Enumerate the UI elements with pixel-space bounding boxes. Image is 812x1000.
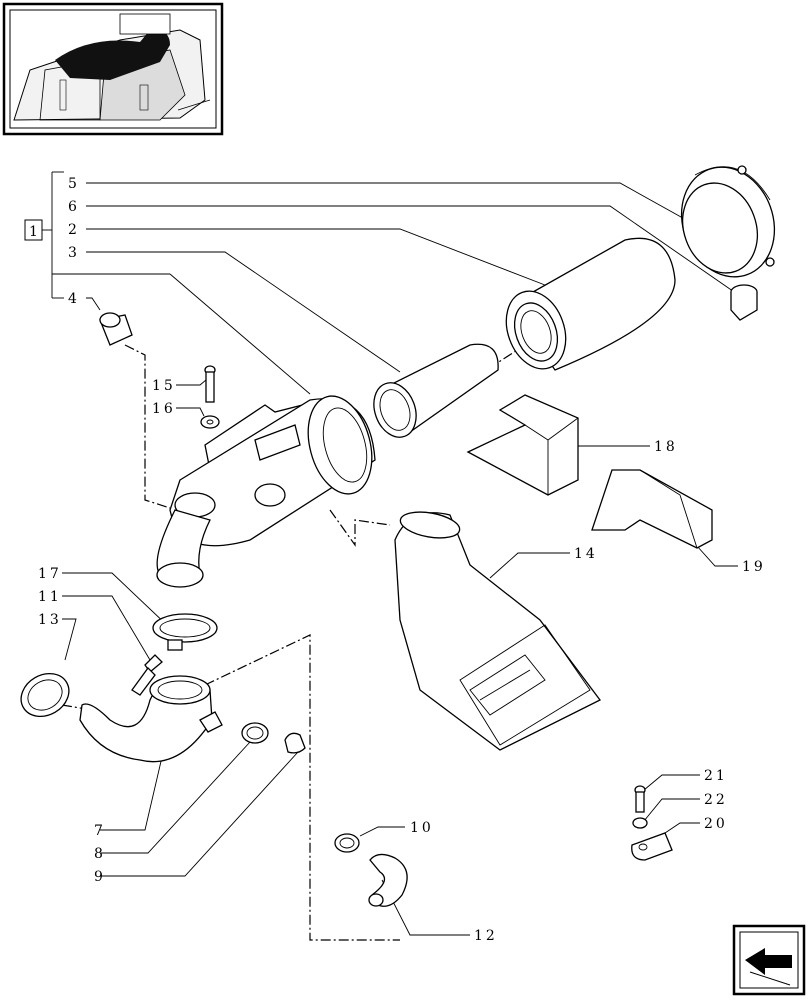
air-filter-housing [156, 395, 376, 588]
bolt-part-21 [634, 785, 646, 813]
bracket-part-20 [631, 832, 673, 861]
callout-18: 18 [654, 439, 678, 455]
hose-clamp-part-10 [334, 833, 360, 853]
leader-lines [62, 182, 741, 936]
safety-filter-part-3 [373, 343, 499, 438]
callout-2: 2 [68, 222, 80, 238]
next-page-arrow-icon[interactable] [732, 924, 806, 996]
callout-22: 22 [704, 792, 728, 808]
bolt-part-15 [204, 365, 216, 403]
callout-15: 15 [152, 378, 176, 394]
washer-part-16 [200, 415, 220, 429]
callout-8: 8 [94, 846, 106, 862]
callout-11: 11 [38, 589, 62, 605]
callout-16: 16 [152, 401, 176, 417]
dust-valve-part-6 [730, 284, 758, 321]
small-hose-part-12 [368, 853, 408, 907]
callout-3: 3 [68, 245, 80, 261]
callout-4: 4 [68, 291, 80, 307]
foam-block-part-19 [591, 469, 713, 549]
main-filter-element-part-2 [505, 237, 676, 371]
washer-part-22 [632, 817, 648, 829]
callout-7: 7 [94, 823, 106, 839]
elbow-hose-part-7 [79, 675, 223, 763]
callout-6: 6 [68, 199, 80, 215]
clamp-part-13 [20, 672, 70, 718]
callout-12: 12 [474, 928, 498, 944]
callout-14: 14 [574, 546, 598, 562]
small-clamp-part-8 [241, 722, 269, 744]
callout-17: 17 [38, 566, 62, 582]
callout-13: 13 [38, 612, 62, 628]
nipple-part-11 [131, 654, 163, 696]
callout-10: 10 [410, 820, 434, 836]
cap-part-9 [284, 732, 306, 754]
small-cap-part-4 [99, 312, 133, 346]
callout-9: 9 [94, 869, 106, 885]
end-cover-part-5 [680, 165, 776, 278]
callout-labels: 5 6 2 3 4 15 16 18 19 14 17 11 13 7 8 9 … [38, 176, 766, 944]
engine-location-thumbnail [2, 2, 224, 136]
callout-21: 21 [704, 768, 728, 784]
group-bracket: 1 [24, 171, 170, 299]
callout-5: 5 [68, 176, 80, 192]
group-label: 1 [29, 224, 41, 240]
callout-20: 20 [704, 816, 728, 832]
foam-pad-part-18 [466, 394, 579, 496]
intake-duct-part-14 [394, 511, 601, 751]
callout-19: 19 [742, 559, 766, 575]
large-clamp-part-17 [152, 613, 218, 651]
